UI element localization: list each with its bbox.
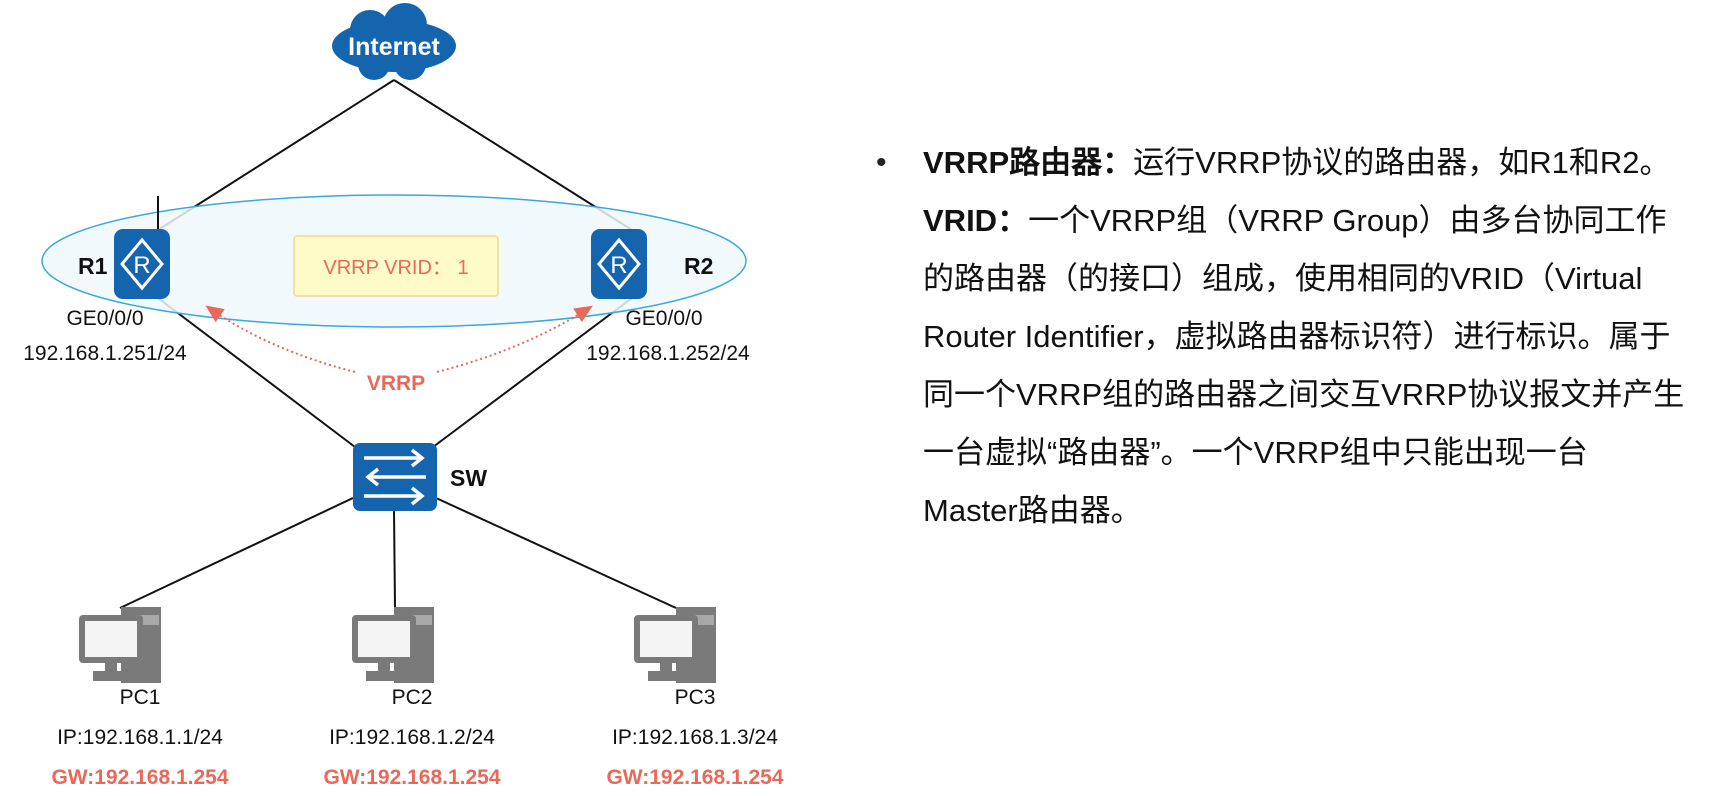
vrrp-label: VRRP (367, 372, 425, 395)
link-sw-pc2 (393, 510, 396, 609)
desc-text: 一台虚拟“路由器”。一个VRRP组中只能出现一台 (923, 435, 1588, 470)
desc-text: 一个VRRP组（VRRP Group）由多台协同工作 (1028, 203, 1667, 238)
pc2-name: PC2 (392, 686, 433, 709)
desc-text: 运行VRRP协议的路由器，如R1和R2。 (1133, 145, 1671, 180)
pc3-gateway: GW:192.168.1.254 (606, 766, 783, 789)
pc1-gateway: GW:192.168.1.254 (51, 766, 228, 789)
pc2-icon (352, 607, 434, 683)
r1-label: R1 (78, 253, 108, 279)
pc3-name: PC3 (675, 686, 716, 709)
links (119, 79, 677, 609)
pc3-icon (634, 607, 716, 683)
desc-line: 一台虚拟“路由器”。一个VRRP组中只能出现一台 (923, 424, 1588, 482)
term-vrrp-router: VRRP路由器： (923, 145, 1134, 180)
link-sw-pc1 (119, 497, 354, 609)
pc1-icon (79, 607, 161, 683)
pc2-gateway: GW:192.168.1.254 (323, 766, 500, 789)
desc-text: 同一个VRRP组的路由器之间交互VRRP协议报文并产生 (923, 377, 1685, 412)
router-r2-icon: R (591, 229, 647, 299)
switch-icon (353, 443, 437, 511)
vrid-box (293, 235, 499, 297)
vrrp-topology-diagram: Internet R R R1 R2 VRRP VRID： 1 GE0/0/0 … (23, 3, 784, 789)
internet-cloud-icon (332, 3, 456, 80)
r1-interface: GE0/0/0 (66, 307, 143, 330)
r2-ip: 192.168.1.252/24 (586, 342, 750, 365)
r1-ip: 192.168.1.251/24 (23, 342, 187, 365)
pc1-ip: IP:192.168.1.1/24 (57, 726, 223, 749)
link-r2-sw (432, 297, 633, 448)
desc-text: Router Identifier，虚拟路由器标识符）进行标识。属于 (923, 319, 1671, 354)
desc-line: 同一个VRRP组的路由器之间交互VRRP协议报文并产生 (923, 366, 1684, 424)
internet-label: Internet (348, 33, 440, 61)
pc3-ip: IP:192.168.1.3/24 (612, 726, 778, 749)
bullet-marker: • (876, 146, 887, 179)
link-sw-pc3 (435, 497, 677, 609)
vrid-label: VRRP VRID： 1 (323, 257, 468, 279)
desc-line: VRID：一个VRRP组（VRRP Group）由多台协同工作 (923, 192, 1667, 250)
desc-text: 的路由器（的接口）组成，使用相同的VRID（Virtual (923, 261, 1643, 296)
sw-label: SW (450, 465, 487, 491)
svg-text:R: R (610, 252, 627, 279)
r2-label: R2 (684, 253, 713, 279)
pc2-ip: IP:192.168.1.2/24 (329, 726, 495, 749)
desc-line: 的路由器（的接口）组成，使用相同的VRID（Virtual (923, 250, 1642, 308)
link-internet-r2 (393, 79, 633, 231)
router-r1-icon: R (114, 229, 170, 299)
r2-interface: GE0/0/0 (625, 307, 702, 330)
term-vrid: VRID： (923, 203, 1029, 238)
desc-text: Master路由器。 (923, 493, 1142, 528)
desc-line: VRRP路由器：运行VRRP协议的路由器，如R1和R2。 (923, 134, 1671, 192)
desc-line: Router Identifier，虚拟路由器标识符）进行标识。属于 (923, 308, 1671, 366)
pc1-name: PC1 (120, 686, 161, 709)
link-r1-sw (157, 297, 356, 448)
link-internet-r1 (157, 79, 395, 231)
desc-line: Master路由器。 (923, 482, 1142, 540)
svg-text:R: R (133, 252, 150, 279)
